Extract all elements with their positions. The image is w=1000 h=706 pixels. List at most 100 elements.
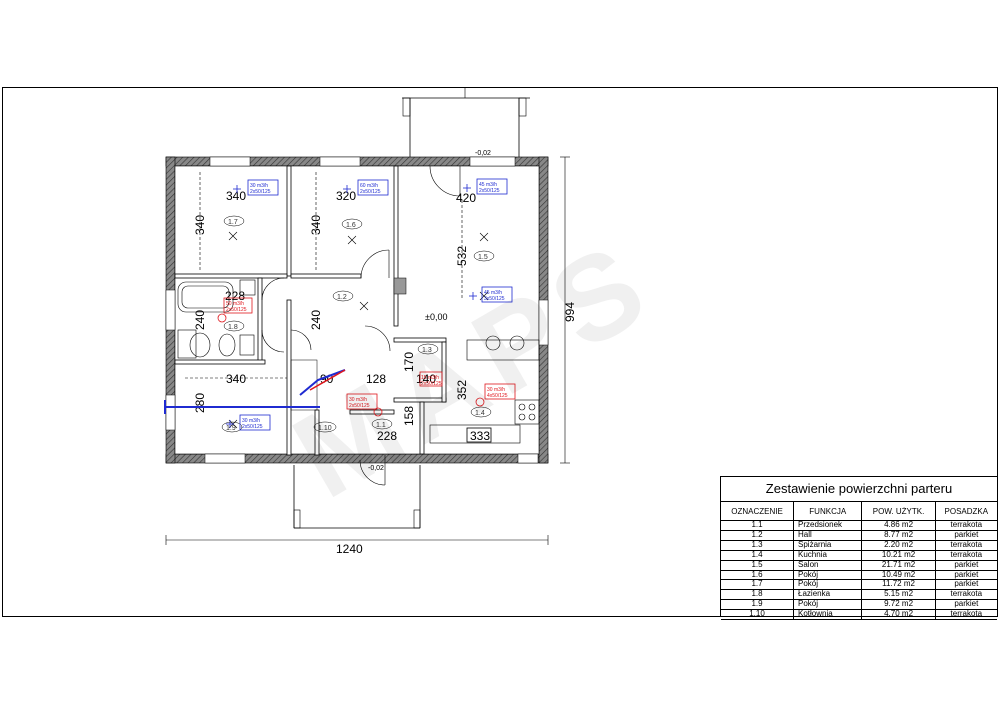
level-zero: ±0,00 [425, 312, 447, 322]
room-1-9: 1.9 [226, 425, 236, 432]
level-bottom: -0,02 [368, 465, 384, 472]
dim-333: 333 [470, 429, 490, 443]
supply-vent-labels: 30 m3/h 2x50/125 60 m3/h 2x50/125 45 m3/… [242, 182, 505, 430]
dim-140: 140 [416, 372, 436, 386]
bathroom-fixtures [177, 279, 256, 359]
vent-1-7-flow: 30 m3/h [250, 183, 268, 189]
header-designation: OZNACZENIE [721, 502, 795, 521]
dim-240-hall: 240 [309, 310, 323, 330]
cell-usable-area: 9.72 m2 [861, 599, 936, 611]
room-1-10: 1.10 [318, 425, 332, 432]
vent-1-9-size: 2x50/125 [242, 424, 263, 430]
vent-1-5top-size: 2x50/125 [479, 188, 500, 194]
vent-1-1-flow: 30 m3/h [349, 397, 367, 403]
dim-280: 280 [193, 393, 207, 413]
dim-994: 994 [563, 302, 577, 322]
dimension-lines [165, 156, 570, 545]
interior-walls [174, 165, 447, 456]
kitchen-fixtures [429, 335, 540, 444]
cell-usable-area: 4.86 m2 [861, 520, 936, 531]
dim-340-bottom: 340 [226, 372, 246, 386]
vent-1-8-flow: 50 m3/h [226, 301, 244, 307]
dim-158: 158 [402, 406, 416, 426]
cell-designation: 1.7 [721, 580, 795, 591]
cell-designation: 1.2 [721, 530, 795, 541]
vent-1-7-size: 2x50/125 [250, 189, 271, 195]
boiler-stairs [290, 277, 407, 411]
dim-352: 352 [455, 380, 469, 400]
cell-designation: 1.3 [721, 540, 795, 551]
dim-228-entry: 228 [377, 429, 397, 443]
cell-usable-area: 5.15 m2 [861, 589, 936, 601]
dim-228-bath: 228 [225, 289, 245, 303]
vent-1-5-size: 3x50/125 [484, 296, 505, 302]
porch-top [402, 88, 530, 158]
vent-1-9-flow: 30 m3/h [242, 418, 260, 424]
room-1-2: 1.2 [337, 294, 347, 301]
door-swings [261, 165, 461, 486]
cell-designation: 1.6 [721, 570, 795, 581]
cell-usable-area: 11.72 m2 [861, 580, 936, 591]
dim-128: 128 [366, 372, 386, 386]
dim-340-left: 340 [193, 215, 207, 235]
vent-1-5top-flow: 45 m3/h [479, 182, 497, 188]
room-labels [221, 215, 495, 433]
dim-320: 320 [336, 189, 356, 203]
area-summary-title: Zestawienie powierzchni parteru [721, 477, 997, 502]
cell-function: Spiżarnia [793, 540, 863, 551]
table-header-row: OZNACZENIE FUNKCJA POW. UŻYTK. POSADZKA [721, 502, 997, 521]
cell-designation: 1.8 [721, 589, 795, 601]
cell-function: Kuchnia [793, 550, 863, 561]
dim-532: 532 [455, 246, 469, 266]
cell-designation: 1.10 [721, 609, 795, 621]
room-1-8: 1.8 [228, 324, 238, 331]
dim-1240: 1240 [336, 542, 363, 556]
area-summary-table: OZNACZENIE FUNKCJA POW. UŻYTK. POSADZKA … [721, 502, 997, 621]
room-label-texts: 1.7 1.6 1.2 1.5 1.8 1.3 1.4 1.9 1.10 1.1 [226, 219, 488, 432]
cell-flooring: terrakota [935, 589, 997, 601]
vent-1-4-size: 4x50/125 [487, 393, 508, 399]
dimension-labels: 340 320 420 340 340 532 228 240 240 340 … [193, 150, 577, 556]
room-1-4: 1.4 [475, 410, 485, 417]
cell-function: Pokój [793, 599, 863, 611]
cell-flooring: terrakota [935, 540, 997, 551]
cell-usable-area: 21.71 m2 [861, 560, 936, 571]
cell-designation: 1.1 [721, 520, 795, 531]
cell-flooring: parkiet [935, 570, 997, 581]
dim-340-mid: 340 [309, 215, 323, 235]
cell-flooring: terrakota [935, 609, 997, 621]
exhaust-vent-labels: 50 m3/h 2x50/125 30 m3/h 2x50/125 15 m3/… [226, 301, 508, 409]
vent-1-5-flow: 45 m3/h [484, 290, 502, 296]
cell-designation: 1.4 [721, 550, 795, 561]
cell-function: Salon [793, 560, 863, 571]
room-1-5: 1.5 [478, 254, 488, 261]
area-summary-box: Zestawienie powierzchni parteru OZNACZEN… [720, 476, 998, 621]
room-1-1: 1.1 [376, 422, 386, 429]
cell-flooring: parkiet [935, 580, 997, 591]
cell-designation: 1.5 [721, 560, 795, 571]
dim-420: 420 [456, 191, 476, 205]
vent-1-3-flow: 15 m3/h [421, 375, 439, 381]
cell-usable-area: 2.20 m2 [861, 540, 936, 551]
cell-function: Hall [793, 530, 863, 541]
cell-flooring: parkiet [935, 530, 997, 541]
vent-1-6-size: 2x50/125 [360, 189, 381, 195]
room-1-3: 1.3 [422, 347, 432, 354]
supply-vents [164, 178, 513, 431]
cell-usable-area: 4.70 m2 [861, 609, 936, 621]
exhaust-vents [217, 297, 516, 417]
header-flooring: POSADZKA [935, 502, 997, 521]
cell-function: Przedsionek [793, 520, 863, 531]
drawing-frame [2, 87, 998, 617]
cell-function: Kotłownia [793, 609, 863, 621]
